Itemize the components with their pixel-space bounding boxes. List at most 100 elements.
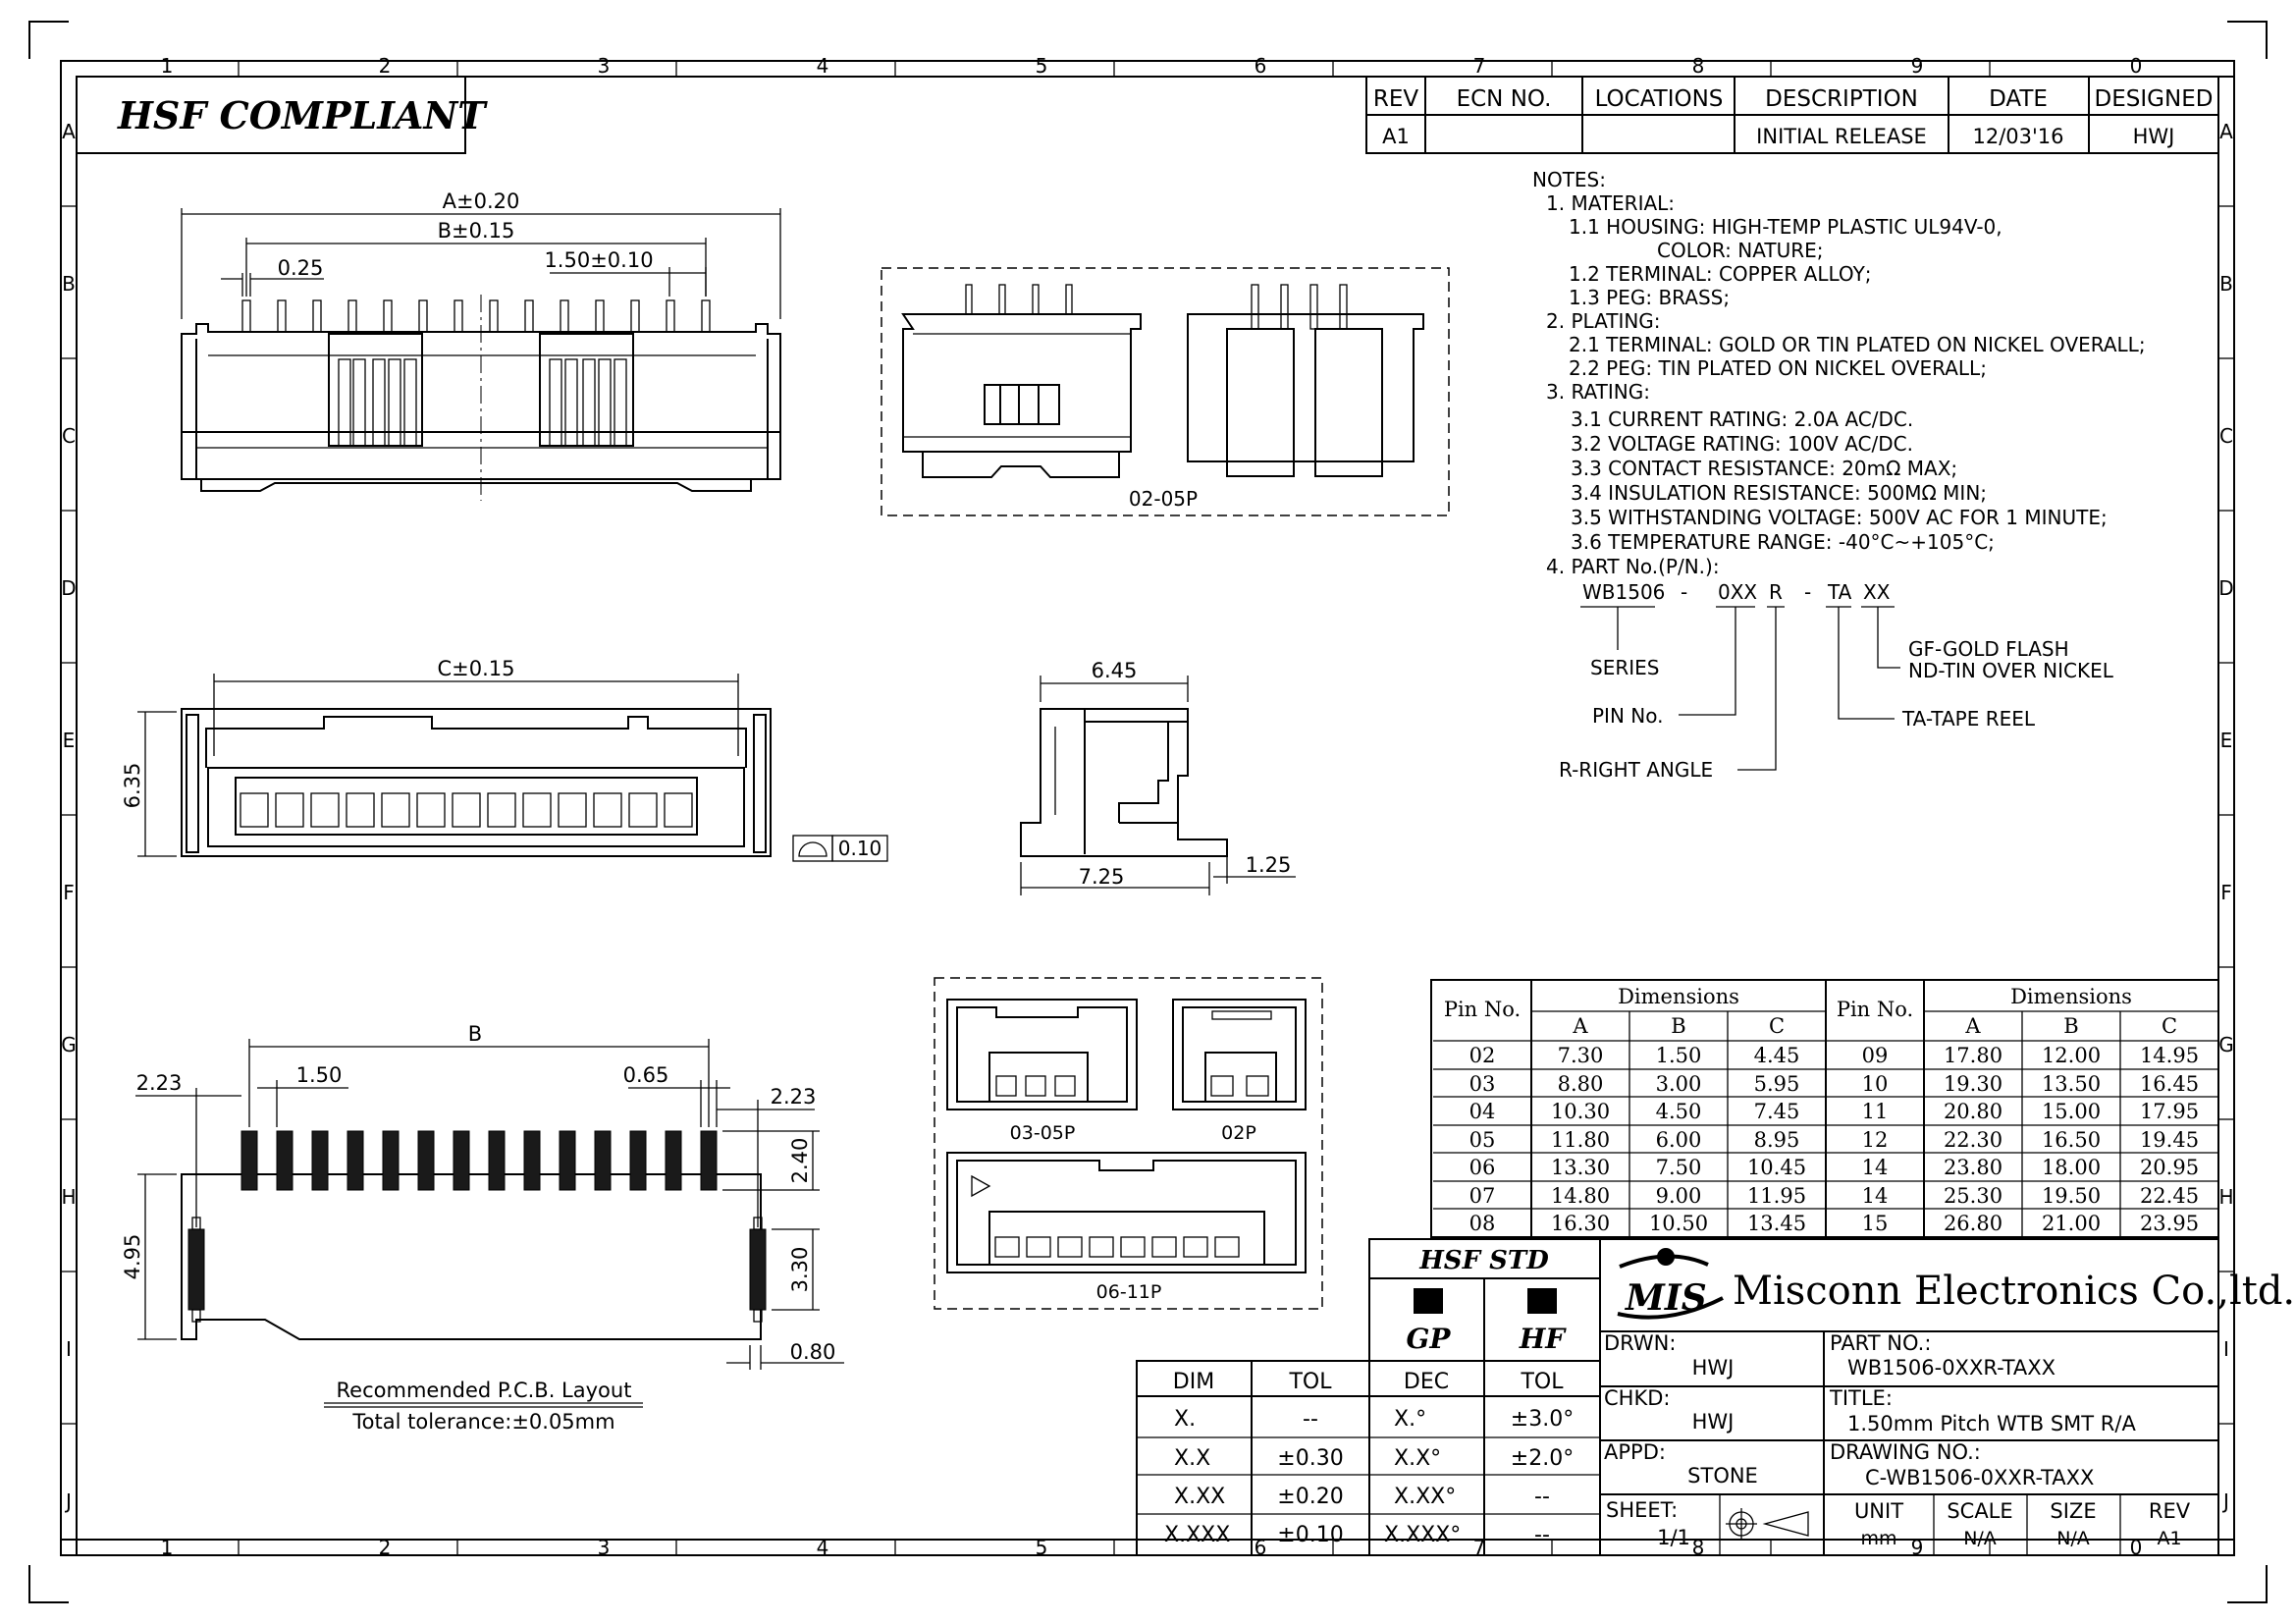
corner-marks (28, 21, 2268, 1603)
table-cell: 9.00 (1656, 1184, 1702, 1208)
drawing-no-value: C-WB1506-0XXR-TAXX (1865, 1466, 2094, 1489)
table-cell: 19.50 (2042, 1184, 2101, 1208)
tol-cell: X.X° (1394, 1446, 1441, 1471)
table-cell: 11 (1862, 1100, 1889, 1123)
rev-header: REV (1373, 86, 1419, 112)
table-cell: 25.30 (1944, 1184, 2002, 1208)
appd-value: STONE (1687, 1464, 1758, 1488)
zone-col-top: 4 (817, 54, 829, 78)
table-cell: 8.80 (1558, 1072, 1604, 1096)
table-cell: 17.80 (1944, 1044, 2002, 1067)
tol-cell: ±0.10 (1277, 1523, 1343, 1547)
table-cell: 09 (1862, 1044, 1889, 1067)
tol-cell: X. (1174, 1407, 1196, 1432)
table-cell: 8.95 (1754, 1128, 1800, 1152)
table-cell: 22.30 (1944, 1128, 2002, 1152)
part-no-label: PART NO.: (1830, 1331, 1931, 1355)
notes-line: 3.3 CONTACT RESISTANCE: 20mΩ MAX; (1571, 457, 1957, 480)
notes-line: 4. PART No.(P/N.): (1546, 555, 1720, 578)
pcb-layout: B 2.23 1.50 0.65 2.23 2.40 4.95 3.30 0.8… (121, 1022, 844, 1434)
pcb-tolerance-note: Total tolerance:±0.05mm (351, 1410, 614, 1434)
notes-line: 3.1 CURRENT RATING: 2.0A AC/DC. (1571, 407, 1913, 431)
pcb-dim-330: 3.30 (788, 1247, 812, 1293)
company-name: Misconn Electronics Co.,ltd. (1733, 1269, 2295, 1314)
tol-header-tol2: TOL (1520, 1370, 1564, 1394)
zone-col-top: 7 (1473, 54, 1486, 78)
hsf-std-title: HSF STD (1418, 1246, 1549, 1275)
pn-series: WB1506 (1582, 580, 1665, 604)
zone-row-left: E (63, 729, 76, 752)
dim-height: 6.35 (121, 763, 144, 809)
table-cell: 14.95 (2140, 1044, 2199, 1067)
zone-row-left: H (61, 1185, 76, 1209)
drwn-value: HWJ (1692, 1356, 1735, 1380)
drawing-no-label: DRAWING NO.: (1830, 1440, 1981, 1464)
zone-col-top: 6 (1255, 54, 1267, 78)
table-cell: 7.45 (1754, 1100, 1800, 1123)
zone-col-bottom: 0 (2130, 1536, 2143, 1559)
zone-row-left: B (62, 272, 76, 296)
hf-square-icon (1527, 1288, 1557, 1314)
table-cell: 22.45 (2140, 1184, 2199, 1208)
zone-row-left: C (62, 424, 76, 448)
zone-col-top: 2 (379, 54, 392, 78)
table-cell: 10.30 (1551, 1100, 1610, 1123)
col-a: A (1572, 1014, 1588, 1038)
front-pins (241, 299, 711, 333)
zone-col-top: 8 (1692, 54, 1705, 78)
description-header: DESCRIPTION (1765, 86, 1918, 112)
pn-angle: R (1769, 580, 1783, 604)
size-label: SIZE (2050, 1499, 2096, 1523)
tol-cell: X.XX° (1394, 1485, 1456, 1509)
dim-pin-width: 0.25 (278, 256, 324, 280)
tol-cell: ±0.30 (1277, 1446, 1343, 1471)
dim-b: B±0.15 (438, 219, 515, 243)
table-cell: 19.30 (1944, 1072, 2002, 1096)
size-value: N/A (2056, 1528, 2090, 1549)
zone-row-right: F (2220, 881, 2232, 904)
pcb-dim-150: 1.50 (296, 1063, 343, 1087)
dimension-table: Pin No. Pin No. Dimensions Dimensions A … (1430, 979, 2219, 1238)
table-cell: 10.50 (1649, 1212, 1708, 1235)
pn-plating: XX (1863, 580, 1891, 604)
table-cell: 07 (1469, 1184, 1496, 1208)
zone-row-right: I (2223, 1337, 2229, 1361)
front-view: A±0.20 B±0.15 1.50±0.10 0.25 (181, 189, 781, 501)
zone-col-bottom: 2 (379, 1536, 392, 1559)
table-cell: 13.45 (1747, 1212, 1806, 1235)
tol-cell: ±0.20 (1277, 1485, 1343, 1509)
notes-line: 3.4 INSULATION RESISTANCE: 500MΩ MIN; (1571, 481, 1987, 505)
zone-row-right: C (2219, 424, 2233, 448)
table-cell: 20.95 (2140, 1156, 2199, 1179)
date-header: DATE (1989, 86, 2048, 112)
notes-line: 1.2 TERMINAL: COPPER ALLOY; (1569, 262, 1872, 286)
notes-line: 3. RATING: (1546, 380, 1650, 404)
title-block: DRWN: HWJ CHKD: HWJ APPD: STONE SHEET: 1… (1599, 1330, 2219, 1556)
dim-side-peg: 1.25 (1246, 853, 1292, 877)
pcb-dim-065: 0.65 (623, 1063, 669, 1087)
tol-cell: -- (1534, 1485, 1550, 1509)
pn-tape: TA (1827, 580, 1852, 604)
tol-cell: X.° (1394, 1407, 1426, 1432)
chkd-label: CHKD: (1604, 1386, 1670, 1410)
company-block: MIS Misconn Electronics Co.,ltd. (1599, 1238, 2295, 1332)
zone-row-right: A (2219, 120, 2233, 143)
mating-cavities (240, 792, 693, 828)
latch-bars (338, 358, 627, 447)
pn-series-label: SERIES (1590, 656, 1659, 679)
tol-cell: X.XXX (1164, 1523, 1230, 1547)
revision-table: REV ECN NO. LOCATIONS DESCRIPTION DATE D… (1365, 76, 2219, 154)
table-cell: 7.50 (1656, 1156, 1702, 1179)
table-cell: 14.80 (1551, 1184, 1610, 1208)
pcb-dim-b: B (468, 1022, 482, 1046)
notes-line: COLOR: NATURE; (1657, 239, 1823, 262)
pn-pin-label: PIN No. (1592, 704, 1663, 728)
dim-c: C±0.15 (437, 657, 514, 680)
tol-cell: -- (1534, 1523, 1550, 1547)
zone-col-bottom: 3 (598, 1536, 611, 1559)
table-cell: 12 (1862, 1128, 1889, 1152)
tol-cell: ±2.0° (1511, 1446, 1574, 1471)
dim-a: A±0.20 (443, 189, 520, 213)
table-cell: 15 (1862, 1212, 1889, 1235)
